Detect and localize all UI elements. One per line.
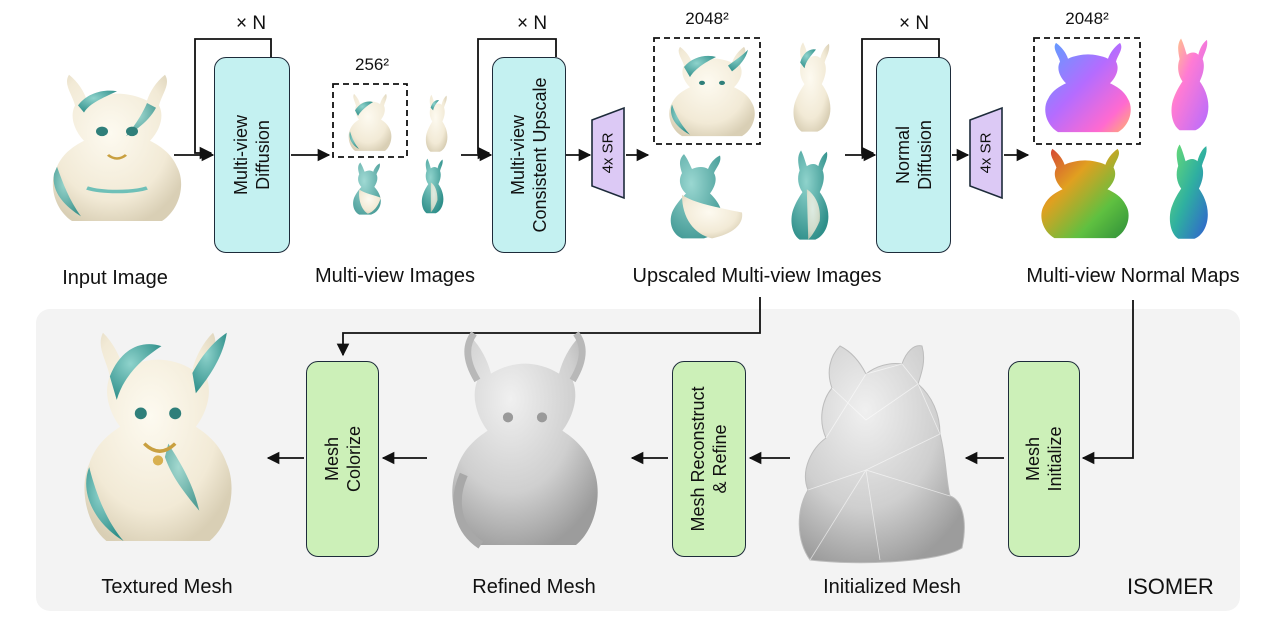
repeat-label-3: × N: [898, 13, 930, 34]
multiview-diffusion-line2: Diffusion: [253, 120, 273, 190]
multiview-diffusion-text: Multi-view Diffusion: [230, 115, 274, 195]
mesh-colorize-line2: Colorize: [343, 425, 364, 493]
normal-diffusion-line1: Normal: [892, 126, 913, 185]
sr-label-2: 4x SR: [977, 132, 995, 174]
crop-box-256: [332, 83, 408, 158]
upscaled-images-label: Upscaled Multi-view Images: [632, 265, 882, 287]
initialized-mesh-illustration: [798, 345, 965, 564]
mesh-reconstruct-line2: & Refine: [710, 424, 730, 494]
textured-mesh-label: Textured Mesh: [101, 576, 233, 598]
sr-block-2: [969, 106, 1003, 200]
mesh-colorize-text: Mesh Colorize: [321, 426, 365, 492]
consistent-upscale-text: Multi-view Consistent Upscale: [507, 77, 551, 232]
mesh-initialize-box: Mesh Initialize: [1008, 361, 1080, 557]
sr-label-1: 4x SR: [599, 132, 617, 174]
crop-box-2048-a: [653, 37, 761, 145]
sr-block-1: [591, 106, 625, 200]
textured-mesh-illustration: [84, 332, 232, 542]
initialized-mesh-label: Initialized Mesh: [823, 576, 961, 598]
mesh-colorize-box: Mesh Colorize: [306, 361, 379, 557]
normal-maps-label: Multi-view Normal Maps: [1026, 265, 1240, 287]
resolution-2048-a: 2048²: [685, 9, 729, 28]
resolution-256: 256²: [354, 55, 390, 74]
mesh-reconstruct-box: Mesh Reconstruct & Refine: [672, 361, 746, 557]
mesh-initialize-line1: Mesh: [1023, 437, 1043, 482]
mesh-initialize-line2: Initialize: [1045, 426, 1065, 492]
crop-box-2048-b: [1033, 37, 1141, 145]
repeat-label-1: × N: [235, 13, 267, 34]
mesh-initialize-text: Mesh Initialize: [1022, 426, 1066, 491]
refined-mesh-illustration: [452, 331, 598, 549]
consistent-upscale-line1: Multi-view: [508, 114, 528, 196]
normal-diffusion-text: Normal Diffusion: [892, 120, 936, 190]
normal-diffusion-box: Normal Diffusion: [876, 57, 951, 253]
multiview-images-thumbnails: [348, 93, 448, 215]
top-row-arrows: [174, 38, 1030, 162]
refined-mesh-label: Refined Mesh: [472, 576, 596, 598]
mesh-colorize-line1: Mesh: [321, 437, 342, 482]
consistent-upscale-box: Multi-view Consistent Upscale: [492, 57, 566, 253]
multiview-diffusion-line1: Multi-view: [231, 114, 251, 196]
repeat-label-2: × N: [516, 13, 548, 34]
upscaled-images: [669, 42, 831, 240]
normal-map-images: [1041, 38, 1209, 239]
mesh-reconstruct-text: Mesh Reconstruct & Refine: [687, 386, 731, 531]
multiview-images-label: Multi-view Images: [314, 265, 476, 287]
bottom-row-arrows: [266, 297, 1134, 465]
mesh-reconstruct-line1: Mesh Reconstruct: [688, 386, 708, 532]
resolution-2048-b: 2048²: [1065, 9, 1109, 28]
multiview-diffusion-box: Multi-view Diffusion: [214, 57, 290, 253]
input-image-label: Input Image: [62, 267, 168, 289]
input-image-creature: [52, 74, 182, 222]
normal-diffusion-line2: Diffusion: [914, 120, 935, 190]
isomer-title: ISOMER: [1127, 574, 1214, 599]
consistent-upscale-line2: Consistent Upscale: [530, 77, 550, 233]
